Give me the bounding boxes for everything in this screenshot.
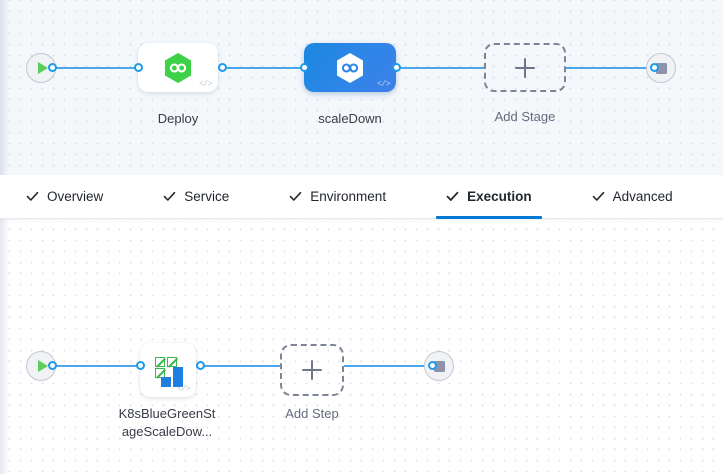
connector-addstep-to-step-end	[344, 365, 432, 367]
step-node-label-line-1: K8sBlueGreenSt	[118, 406, 216, 421]
tab-service-label: Service	[184, 189, 230, 204]
stage-node-deploy-label: Deploy	[157, 111, 199, 126]
port-step-node-out[interactable]	[196, 361, 205, 370]
port-end-in[interactable]	[650, 63, 659, 72]
step-node-label-line-2: ageScaleDow...	[121, 424, 213, 439]
step-node-k8s-bluegreen-scaledown[interactable]: </>	[140, 343, 196, 397]
check-icon	[592, 190, 605, 203]
port-deploy-out[interactable]	[218, 63, 227, 72]
play-icon	[37, 62, 48, 74]
check-icon	[289, 190, 302, 203]
harness-hexagon-icon	[165, 52, 191, 83]
connector-scaledown-to-addstage	[392, 67, 484, 69]
check-icon	[446, 190, 459, 203]
add-stage-label: Add Stage	[494, 109, 556, 124]
stage-graph-canvas[interactable]: </> Deploy </> scaleDown Add Stage	[0, 0, 723, 175]
stop-icon	[433, 360, 445, 372]
stage-node-deploy[interactable]: </>	[138, 43, 218, 92]
code-glyph-icon: </>	[199, 80, 212, 89]
stage-node-scaledown[interactable]: </>	[304, 43, 396, 92]
tab-overview-label: Overview	[47, 189, 104, 204]
add-step-label: Add Step	[285, 406, 339, 421]
tab-advanced[interactable]: Advanced	[588, 175, 677, 218]
port-deploy-in[interactable]	[134, 63, 143, 72]
connector-deploy-to-scaledown	[222, 67, 308, 69]
tab-overview[interactable]: Overview	[22, 175, 107, 218]
harness-hexagon-icon	[337, 52, 363, 83]
kubernetes-bluegreen-icon	[151, 354, 185, 387]
stage-node-scaledown-label: scaleDown	[318, 111, 382, 126]
connector-step-node-to-addstep	[196, 365, 280, 367]
stage-config-tabs[interactable]: Overview Service Environment Execution A	[0, 175, 723, 219]
plus-icon	[515, 57, 535, 78]
add-stage-button[interactable]	[484, 43, 566, 92]
connector-addstage-to-end	[566, 67, 654, 69]
tab-service[interactable]: Service	[159, 175, 233, 218]
tab-execution[interactable]: Execution	[436, 175, 542, 219]
code-glyph-icon: </>	[377, 80, 390, 89]
tab-execution-label: Execution	[467, 189, 532, 204]
connector-start-to-deploy	[52, 67, 142, 69]
code-glyph-icon: </>	[177, 385, 190, 394]
play-icon	[37, 360, 48, 372]
check-icon	[163, 190, 176, 203]
tab-environment-label: Environment	[310, 189, 387, 204]
connector-step-start-to-node	[52, 365, 140, 367]
port-scaledown-out[interactable]	[392, 63, 401, 72]
check-icon	[26, 190, 39, 203]
port-step-end-in[interactable]	[428, 361, 437, 370]
port-step-start-out[interactable]	[48, 361, 57, 370]
execution-step-canvas[interactable]: </> K8sBlueGreenSt ageScaleDow... Add Ste…	[0, 219, 723, 474]
tab-environment[interactable]: Environment	[285, 175, 390, 218]
plus-icon	[302, 360, 322, 380]
stop-icon	[655, 62, 667, 74]
step-node-label: K8sBlueGreenSt ageScaleDow...	[106, 405, 228, 441]
port-start-out[interactable]	[48, 63, 57, 72]
tab-advanced-label: Advanced	[612, 189, 673, 204]
port-step-node-in[interactable]	[136, 361, 145, 370]
port-scaledown-in[interactable]	[300, 63, 309, 72]
add-step-button[interactable]	[280, 344, 344, 396]
